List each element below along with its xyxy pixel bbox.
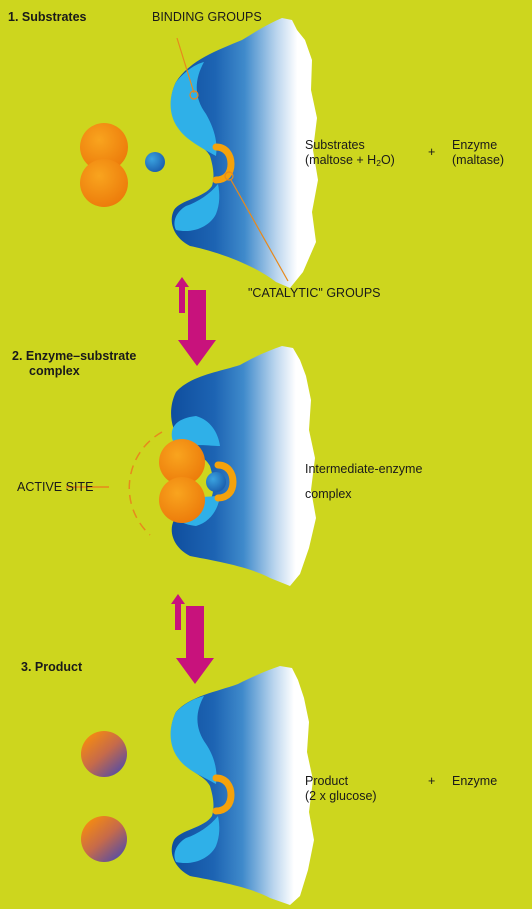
product-line2: (2 x glucose) [305, 789, 377, 804]
complex-line2: complex [305, 487, 422, 502]
reaction-arrows-1 [175, 277, 216, 366]
enzyme-shape-1 [171, 18, 318, 288]
product-line1: Product [305, 774, 377, 789]
step3-title: 3. Product [21, 660, 82, 675]
enzyme-shape-2 [159, 346, 316, 586]
plus-sign-1: + [428, 145, 435, 160]
step2-title: 2. Enzyme–substrate complex [12, 349, 136, 379]
active-site-label: ACTIVE SITE [17, 480, 93, 495]
substrates-line2: (maltose + H2O) [305, 153, 395, 171]
water-molecule [145, 152, 165, 172]
glucose-molecule-1 [81, 731, 127, 777]
enzyme-line1: Enzyme [452, 138, 504, 153]
glucose-molecule-2 [81, 816, 127, 862]
binding-groups-label: BINDING GROUPS [152, 10, 262, 25]
reaction-arrows-2 [171, 594, 214, 684]
enzyme-shape-3 [171, 666, 314, 905]
step2-title-line2: complex [12, 364, 136, 379]
maltose-molecule [80, 123, 128, 207]
step2-title-line1: 2. Enzyme–substrate [12, 349, 136, 364]
enzyme-label-1: Enzyme (maltase) [452, 138, 504, 168]
intermediate-complex-label: Intermediate-enzyme complex [305, 462, 422, 502]
complex-line1: Intermediate-enzyme [305, 462, 422, 477]
step1-title: 1. Substrates [8, 10, 87, 25]
enzyme-line2: (maltase) [452, 153, 504, 168]
substrates-line1: Substrates [305, 138, 395, 153]
catalytic-groups-label: "CATALYTIC" GROUPS [248, 286, 381, 301]
enzyme-label-3: Enzyme [452, 774, 497, 789]
plus-sign-2: + [428, 774, 435, 789]
product-label: Product (2 x glucose) [305, 774, 377, 804]
substrates-label: Substrates (maltose + H2O) [305, 138, 395, 171]
